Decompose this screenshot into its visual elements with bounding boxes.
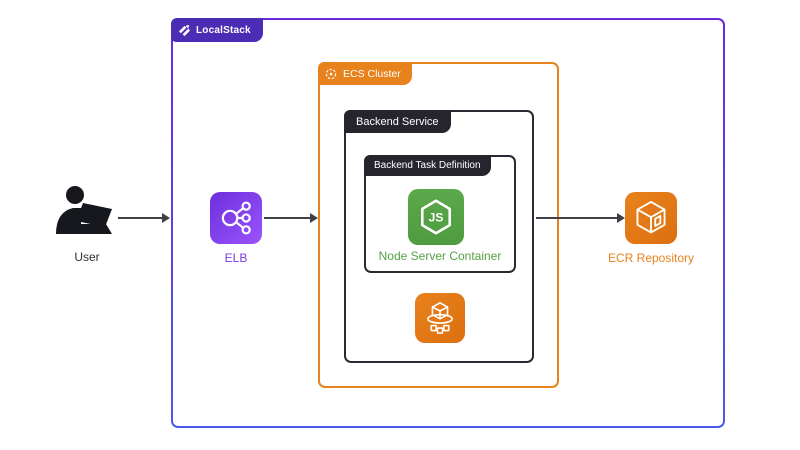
- localstack-logo-icon: [178, 24, 191, 37]
- ecs-cluster-icon: [325, 68, 337, 80]
- localstack-badge-label: LocalStack: [196, 24, 251, 36]
- elb-label: ELB: [224, 251, 248, 265]
- localstack-badge: LocalStack: [171, 18, 263, 42]
- user-icon: [54, 186, 118, 234]
- arrow-backend-service-to-ecr: [536, 213, 625, 223]
- elb-icon: [210, 192, 262, 244]
- ecs-cluster-badge-label: ECS Cluster: [343, 67, 401, 80]
- backend-task-definition-badge: Backend Task Definition: [364, 155, 491, 176]
- nodejs-icon: JS: [408, 189, 464, 245]
- backend-service-badge-label: Backend Service: [356, 115, 439, 128]
- arrow-elb-to-ecs-cluster: [264, 213, 318, 223]
- ecr-repository-label: ECR Repository: [607, 251, 695, 265]
- ecs-cluster-badge: ECS Cluster: [318, 62, 412, 85]
- node-server-container-label: Node Server Container: [378, 249, 502, 263]
- backend-task-definition-badge-label: Backend Task Definition: [374, 160, 481, 171]
- user-label: User: [74, 250, 100, 264]
- arrow-user-to-localstack: [118, 213, 170, 223]
- ecs-cluster-box: [318, 62, 559, 388]
- ecr-icon: [625, 192, 677, 244]
- backend-service-badge: Backend Service: [344, 110, 451, 133]
- ecs-service-icon: [415, 293, 465, 343]
- nodejs-logo-text: JS: [429, 211, 444, 225]
